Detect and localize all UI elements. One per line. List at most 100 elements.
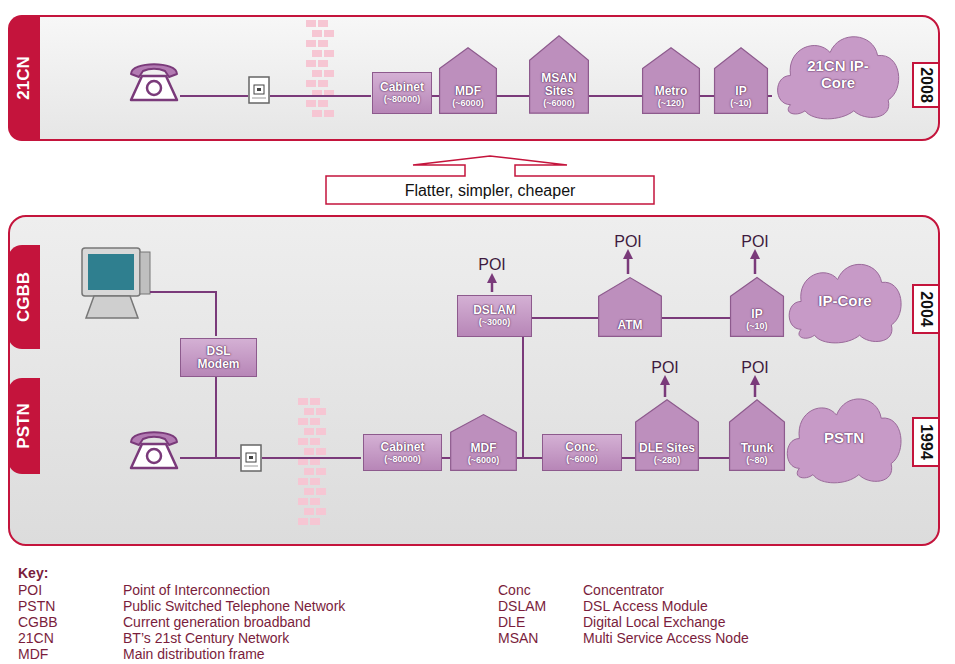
equipment-box: Conc.(~6000) [542,434,622,471]
wall-socket [249,77,269,103]
key-entry: DSLAM [498,599,546,614]
year-tab: 2008 [912,62,940,108]
connector-line [622,457,635,459]
site-node: Metro(~120) [642,47,700,114]
node-name: IP [751,308,762,321]
site-node: ATM [598,277,662,337]
connector-line [432,95,439,97]
node-name: MDF [455,85,481,98]
network-panel: CGBB PSTN 2004 1994 DSL Modem DSLAM(~3000) ATM… [8,215,940,546]
connector-line [782,457,785,459]
year-label: 1994 [917,424,935,460]
key-entry: PSTN [18,599,55,614]
key-entry: Public Switched Telephone Network [123,599,345,614]
site-node: DLE Sites(~280) [635,399,699,471]
telephone-icon [131,432,177,468]
poi-label: POI [643,359,687,377]
cloud-label: PSTN [824,429,864,446]
poi-label: POI [733,233,777,251]
site-node: IP(~10) [730,277,784,337]
connector-line [700,95,714,97]
key-entry: Current generation broadband [123,615,311,630]
equipment-box: Cabinet(~80000) [363,434,442,471]
site-count: (~80) [746,455,767,466]
site-node: MDF(~6000) [439,47,497,114]
node-name: IP [735,85,746,98]
key-heading: Key: [18,566,48,581]
poi-label: POI [733,359,777,377]
node-name: MSAN Sites [532,72,586,98]
node-name: Cabinet [380,81,424,94]
callout-text: Flatter, simpler, cheaper [405,182,576,200]
node-name: DSLAM [473,304,516,317]
connector-line [589,95,642,97]
year-tab: 1994 [912,417,940,467]
wall-bricks [298,20,334,525]
site-node: Trunk(~80) [729,399,785,471]
key-entry: Concentrator [583,583,664,598]
site-count: (~80000) [384,94,420,105]
connector-line [768,95,772,97]
site-count: (~120) [658,98,684,109]
cloud-label: IP-Core [818,292,871,309]
network-name: 21CN [14,56,34,99]
site-count: (~10) [746,321,767,332]
node-name: DLE Sites [639,442,695,455]
network-tab: 21CN [8,15,40,141]
core-cloud: IP-Core [784,256,906,344]
site-count: (~6000) [543,98,574,109]
key-entry: DLE [498,615,525,630]
site-count: (~80000) [384,454,420,465]
core-cloud: PSTN [782,390,906,484]
connector-line [532,317,598,319]
poi-label: POI [470,256,514,274]
cloud-label: 21CN IP-Core [796,57,880,91]
poi-arrow [492,254,755,397]
key-entry: Conc [498,583,531,598]
network-name: CGBB [14,272,34,322]
node-name: Conc. [565,441,598,454]
connector-line [517,337,523,458]
network-panel: 21CN2008Cabinet(~80000)MDF(~6000)MSAN Si… [8,15,940,141]
key-entry: DSL Access Module [583,599,708,614]
connector-line [442,457,450,459]
site-node: IP(~10) [714,47,768,114]
connector-line [662,317,730,319]
telephone-icon [131,64,177,100]
network-tab: CGBB [8,245,40,349]
node-name: MDF [471,442,497,455]
network-name: PSTN [14,403,34,448]
poi-label: POI [606,233,650,251]
key-entry: Multi Service Access Node [583,631,749,646]
wall-socket [241,445,261,471]
key-entry: CGBB [18,615,58,630]
line-wire [150,292,361,458]
connector-line [517,457,542,459]
key-entry: Digital Local Exchange [583,615,725,630]
equipment-box: DSLAM(~3000) [457,295,532,337]
core-cloud: 21CN IP-Core [772,28,904,120]
year-label: 2008 [917,67,935,103]
site-count: (~10) [730,98,751,109]
connector-line [497,95,529,97]
site-count: (~3000) [479,317,510,328]
site-count: (~280) [654,455,680,466]
line-wire [180,95,371,97]
computer-icon [82,248,150,318]
node-name: Cabinet [380,441,424,454]
node-name: DSL Modem [184,345,253,371]
connector-line [699,457,729,459]
site-node: MDF(~6000) [450,414,517,471]
key-entry: MDF [18,647,48,662]
equipment-box: Cabinet(~80000) [372,72,432,114]
node-name: ATM [617,319,642,332]
network-tab: PSTN [8,378,40,474]
year-tab: 2004 [912,284,940,334]
node-name: Trunk [741,442,774,455]
arrow-callout: Flatter, simpler, cheaper [325,155,655,205]
key-entry: Point of Interconnection [123,583,270,598]
key-entry: MSAN [498,631,538,646]
key-entry: POI [18,583,42,598]
key-entry: 21CN [18,631,54,646]
